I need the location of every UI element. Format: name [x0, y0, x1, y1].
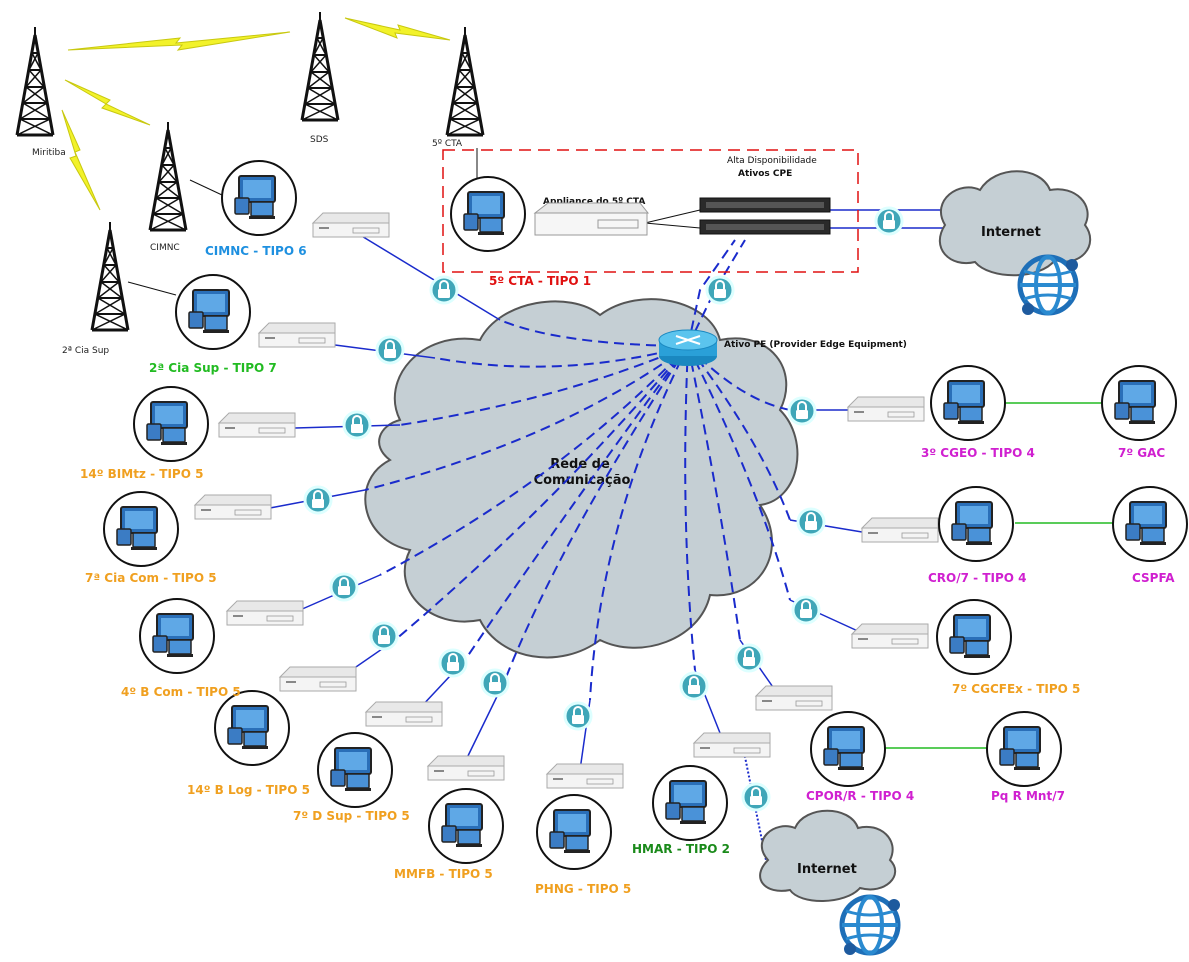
lock-icon: [342, 410, 372, 440]
computer-icon: [139, 598, 215, 674]
site-label-hmar: HMAR - TIPO 2: [632, 842, 730, 856]
site-label-5cta: 5º CTA - TIPO 1: [489, 274, 591, 288]
firewall-icon: [546, 763, 624, 789]
cpe-switches: [699, 197, 831, 235]
site-label-cpor: CPOR/R - TIPO 4: [806, 789, 914, 803]
appliance-label: Appliance do 5º CTA: [543, 197, 645, 207]
computer-icon: [536, 794, 612, 870]
computer-icon: [810, 711, 886, 787]
lock-icon: [874, 206, 904, 236]
tower-miritiba-icon: [15, 25, 55, 137]
firewall-icon: [365, 701, 443, 727]
tower-cimnc-icon: [148, 120, 188, 232]
green-links: [885, 402, 1115, 749]
network-label-line1: Rede de: [550, 457, 610, 472]
lock-icon: [480, 668, 510, 698]
tower-cimnc-label: CIMNC: [150, 243, 180, 253]
lock-icon: [438, 648, 468, 678]
firewall-icon: [279, 666, 357, 692]
site-label-7ciacom: 7ª Cia Com - TIPO 5: [85, 571, 217, 585]
lock-icon: [329, 572, 359, 602]
site-label-4bcom: 4º B Com - TIPO 5: [121, 685, 241, 699]
lock-icon: [796, 507, 826, 537]
ha-line2: Ativos CPE: [738, 169, 792, 179]
cta5-appliance: [533, 202, 650, 236]
computer-icon: [103, 491, 179, 567]
pe-router-icon: [658, 329, 718, 366]
computer-icon: [450, 176, 526, 252]
lock-icon: [787, 396, 817, 426]
site-label-pqrmnt: Pq R Mnt/7: [991, 789, 1065, 803]
internet-bottom-label: Internet: [797, 862, 857, 877]
site-label-14bimtz: 14º BIMtz - TIPO 5: [80, 467, 203, 481]
computer-icon: [938, 486, 1014, 562]
lock-icon: [705, 275, 735, 305]
firewall-icon: [194, 494, 272, 520]
tower-links: [127, 148, 701, 296]
lock-icon: [791, 595, 821, 625]
computer-icon: [221, 160, 297, 236]
firewall-icon: [218, 412, 296, 438]
lock-icon: [375, 335, 405, 365]
site-label-7dsup: 7º D Sup - TIPO 5: [293, 809, 410, 823]
tower-2ciasup-icon: [90, 220, 130, 332]
computer-icon: [1112, 486, 1188, 562]
firewall-icon: [312, 212, 390, 238]
site-label-2ciasup: 2ª Cia Sup - TIPO 7: [149, 361, 277, 375]
internet-cloud-bottom: [759, 809, 897, 902]
lock-icon: [741, 782, 771, 812]
computer-icon: [936, 599, 1012, 675]
core-network-cloud: [364, 298, 799, 659]
internet-top-label: Internet: [981, 225, 1041, 240]
computer-icon: [930, 365, 1006, 441]
firewall-icon: [693, 732, 771, 758]
firewall-icon: [226, 600, 304, 626]
ha-line1: Alta Disponibilidade: [727, 156, 817, 166]
tower-miritiba-label: Miritiba: [32, 148, 66, 158]
tower-2ciasup-label: 2ª Cia Sup: [62, 346, 109, 356]
site-label-mmfb: MMFB - TIPO 5: [394, 867, 493, 881]
lock-icon: [369, 621, 399, 651]
site-label-cspfa: CSPFA: [1132, 571, 1175, 585]
computer-icon: [175, 274, 251, 350]
tower-sds-icon: [300, 10, 340, 122]
computer-icon: [1101, 365, 1177, 441]
firewall-icon: [861, 517, 939, 543]
lock-icon: [679, 671, 709, 701]
internet-cloud-top: [938, 170, 1092, 277]
site-label-cro7: CRO/7 - TIPO 4: [928, 571, 1027, 585]
computer-icon: [986, 711, 1062, 787]
firewall-icon: [258, 322, 336, 348]
lock-icon: [303, 485, 333, 515]
lock-icon: [429, 275, 459, 305]
site-label-7gac: 7º GAC: [1118, 446, 1165, 460]
lightning-bolts: [61, 17, 451, 211]
firewall-icon: [851, 623, 929, 649]
dashed-links: [364, 239, 791, 701]
firewall-icon: [755, 685, 833, 711]
lock-icon: [734, 643, 764, 673]
tower-5cta-label: 5º CTA: [432, 139, 463, 149]
site-label-phng: PHNG - TIPO 5: [535, 882, 631, 896]
firewall-icon: [427, 755, 505, 781]
pe-label: Ativo PE (Provider Edge Equipment): [724, 340, 907, 350]
computer-icon: [652, 765, 728, 841]
computer-icon: [317, 732, 393, 808]
site-label-cimnc: CIMNC - TIPO 6: [205, 244, 307, 258]
tower-sds-label: SDS: [310, 135, 329, 145]
lock-icon: [563, 701, 593, 731]
computer-icon: [133, 386, 209, 462]
site-label-14blog: 14º B Log - TIPO 5: [187, 783, 310, 797]
tower-5cta-icon: [445, 25, 485, 137]
firewall-icon: [847, 396, 925, 422]
computer-icon: [428, 788, 504, 864]
site-label-3cgeo: 3º CGEO - TIPO 4: [921, 446, 1035, 460]
site-label-7cgcfex: 7º CGCFEx - TIPO 5: [952, 682, 1080, 696]
cta5-ha-box: [442, 149, 859, 273]
computer-icon: [214, 690, 290, 766]
globe-icon: [842, 897, 900, 955]
network-label-line2: Comunicação: [534, 473, 631, 488]
